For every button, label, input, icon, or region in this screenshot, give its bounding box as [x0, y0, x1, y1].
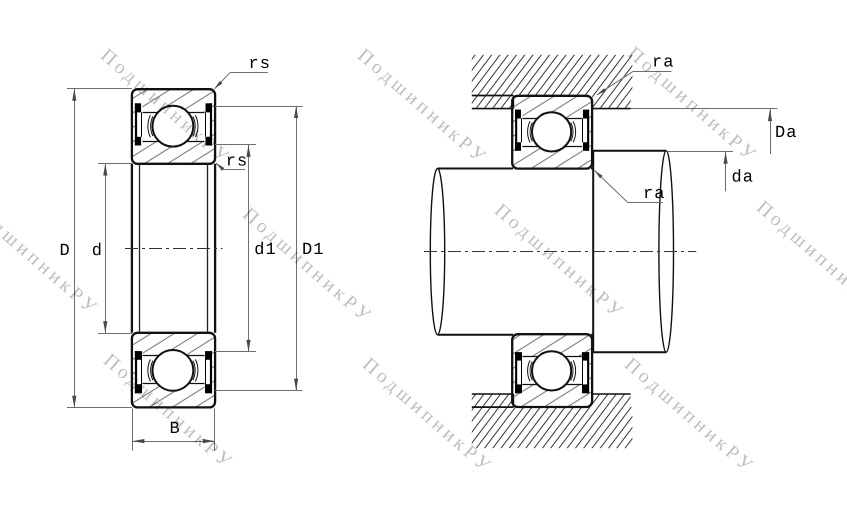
svg-text:rs: rs — [249, 55, 271, 74]
svg-text:da: da — [732, 169, 754, 188]
svg-text:d: d — [92, 242, 103, 261]
svg-text:D1: D1 — [302, 241, 324, 260]
svg-text:rs: rs — [226, 152, 248, 171]
svg-text:Da: Da — [775, 124, 797, 143]
svg-text:ra: ra — [643, 185, 665, 204]
svg-text:B: B — [170, 420, 181, 439]
svg-text:D: D — [60, 242, 71, 261]
svg-text:ra: ra — [652, 53, 674, 72]
svg-text:d1: d1 — [254, 241, 276, 260]
